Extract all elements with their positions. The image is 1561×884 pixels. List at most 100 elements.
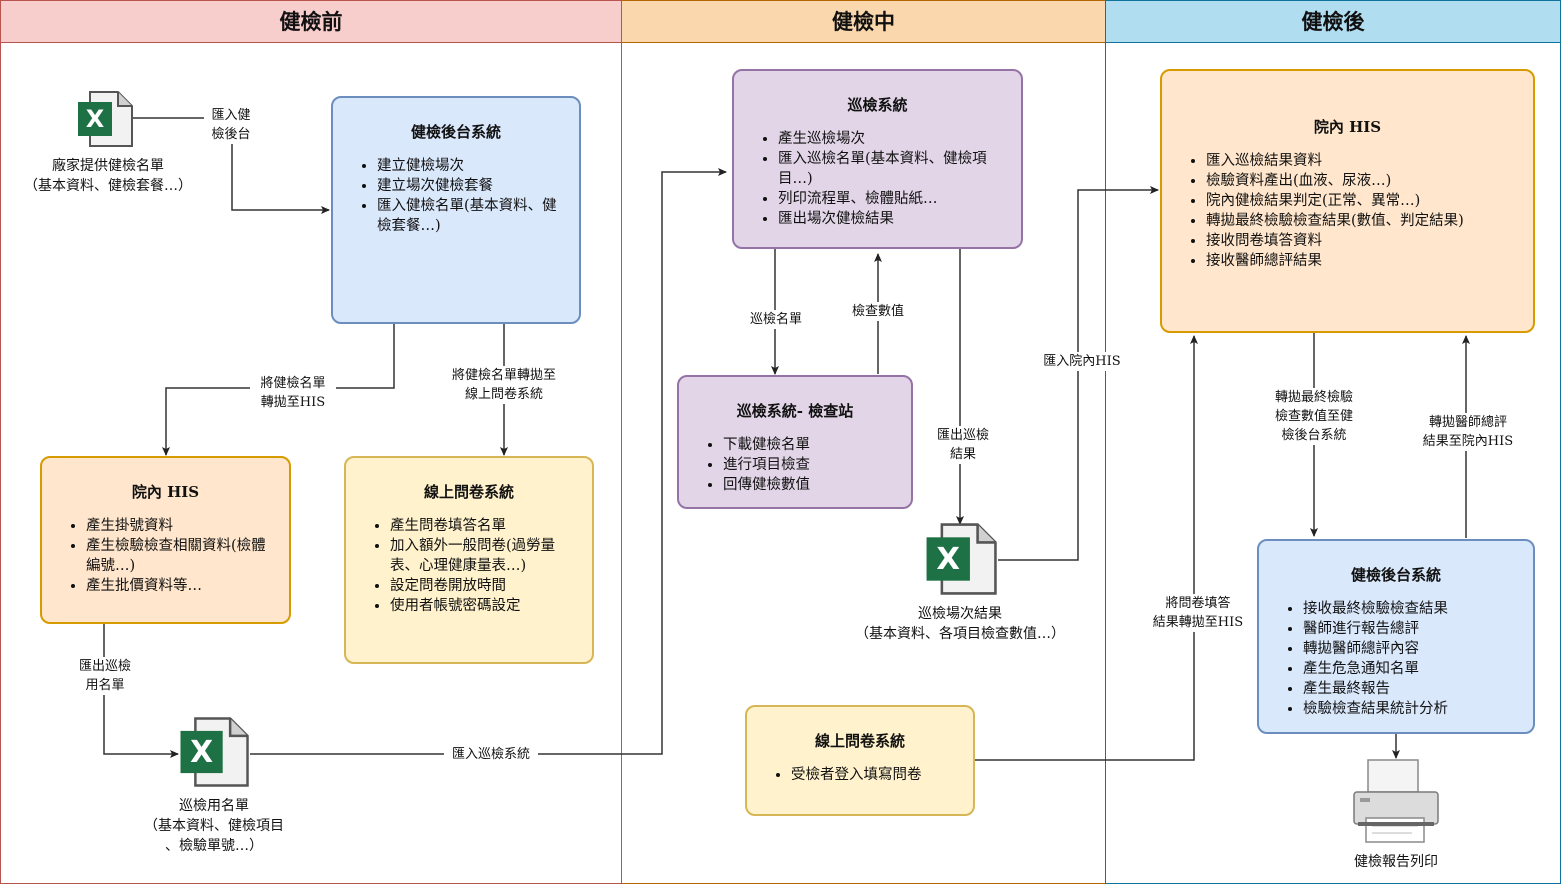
box-title: 院內 HIS [131,483,200,501]
label-line: 匯入院內HIS [1043,354,1121,369]
edge-label-check-values: 檢查數值 [845,302,911,321]
lane-mid-title: 健檢中 [622,1,1105,43]
label-line: 匯入健 [211,108,251,123]
edge-import-backend [132,117,330,214]
list-item: 接收問卷填答資料 [1206,231,1519,251]
edge-label-comment-to-his: 轉拋醫師總評 結果至院內HIS [1416,413,1520,451]
caption-line: 巡檢場次結果 [918,606,1002,622]
edge-label-final-to-backend: 轉拋最終檢驗 檢查數值至健 檢後台系統 [1262,388,1366,445]
print-report-caption: 健檢報告列印 [1326,852,1466,872]
list-item: 設定問卷開放時間 [390,576,578,596]
label-line: 巡檢名單 [749,312,802,327]
label-line: 檢查數值 [851,304,904,319]
caption-line: 健檢報告列印 [1354,854,1438,870]
list-item: 醫師進行報告總評 [1303,619,1519,639]
label-line: 將健檢名單轉拋至 [451,368,556,383]
list-item: 建立場次健檢套餐 [377,176,565,196]
inspection-station-box: 巡檢系統- 檢查站 下載健檢名單 進行項目檢查 回傳健檢數值 [677,375,913,509]
box-title: 線上問卷系統 [814,732,905,750]
list-item: 列印流程單、檢體貼紙… [778,189,1007,209]
box-title: 線上問卷系統 [423,483,514,501]
lane-mid: 健檢中 [621,0,1106,884]
svg-text:X: X [190,735,213,770]
list-item: 產生巡檢場次 [778,129,1007,149]
box-title: 巡檢系統 [847,96,908,114]
caption-line: （基本資料、健檢套餐…） [24,178,192,194]
backend-system-box-pre: 健檢後台系統 建立健檢場次 建立場次健檢套餐 匯入健檢名單(基本資料、健檢套餐…… [331,96,581,324]
edge-label-import-backend: 匯入健 檢後台 [204,106,258,144]
label-line: 轉拋最終檢驗 [1274,390,1353,405]
survey-system-box-mid: 線上問卷系統 受檢者登入填寫問卷 [745,705,975,816]
list-item: 接收最終檢驗檢查結果 [1303,599,1519,619]
excel-file-icon: X [76,90,134,152]
box-item-list: 受檢者登入填寫問卷 [761,765,959,785]
his-box-post: 院內 HIS 匯入巡檢結果資料 檢驗資料產出(血液、尿液…) 院內健檢結果判定(… [1160,69,1535,333]
excel-file-icon: X [178,716,250,792]
edge-label-to-survey: 將健檢名單轉拋至 線上問卷系統 [440,366,568,404]
list-item: 受檢者登入填寫問卷 [791,765,959,785]
edge-label-import-his: 匯入院內HIS [1036,352,1128,371]
label-line: 匯入巡檢系統 [451,747,530,762]
list-item: 產生問卷填答名單 [390,516,578,536]
list-item: 建立健檢場次 [377,156,565,176]
edge-survey-to-his [975,335,1198,761]
label-line: 匯出巡檢 [78,659,131,674]
box-title: 健檢後台系統 [1350,566,1441,584]
list-item: 匯入健檢名單(基本資料、健檢套餐…) [377,196,565,236]
label-line: 匯出巡檢 [936,428,989,443]
box-item-list: 匯入巡檢結果資料 檢驗資料產出(血液、尿液…) 院內健檢結果判定(正常、異常…)… [1176,151,1519,271]
lane-pre-title: 健檢前 [1,1,621,43]
list-item: 下載健檢名單 [723,435,897,455]
survey-system-box-pre: 線上問卷系統 產生問卷填答名單 加入額外一般問卷(過勞量表、心理健康量表…) 設… [344,456,594,664]
list-item: 產生最終報告 [1303,679,1519,699]
list-item: 產生檢驗檢查相關資料(檢體編號…) [86,536,275,576]
backend-system-box-post: 健檢後台系統 接收最終檢驗檢查結果 醫師進行報告總評 轉拋醫師總評內容 產生危急… [1257,539,1535,734]
caption-line: 、檢驗單號…） [165,838,263,854]
box-title: 巡檢系統- 檢查站 [736,402,854,420]
label-line: 結果 [949,447,976,462]
box-item-list: 建立健檢場次 建立場次健檢套餐 匯入健檢名單(基本資料、健檢套餐…) [347,156,565,236]
excel-file-icon: X [924,522,998,600]
list-item: 進行項目檢查 [723,455,897,475]
session-result-caption: 巡檢場次結果 （基本資料、各項目檢查數值…） [830,604,1090,644]
list-item: 院內健檢結果判定(正常、異常…) [1206,191,1519,211]
box-item-list: 產生掛號資料 產生檢驗檢查相關資料(檢體編號…) 產生批價資料等… [56,516,275,596]
list-item: 匯入巡檢名單(基本資料、健檢項目…) [778,149,1007,189]
box-item-list: 產生問卷填答名單 加入額外一般問卷(過勞量表、心理健康量表…) 設定問卷開放時間… [360,516,578,616]
printer-icon [1352,758,1440,850]
edge-label-export-result: 匯出巡檢 結果 [930,426,996,464]
caption-line: 廠家提供健檢名單 [52,158,164,174]
list-item: 轉拋醫師總評內容 [1303,639,1519,659]
list-item: 匯入巡檢結果資料 [1206,151,1519,171]
edge-label-to-his: 將健檢名單 轉拋至HIS [250,374,336,412]
box-item-list: 接收最終檢驗檢查結果 醫師進行報告總評 轉拋醫師總評內容 產生危急通知名單 產生… [1273,599,1519,719]
label-line: 檢查數值至健 [1274,409,1353,424]
label-line: 用名單 [85,678,125,693]
list-item: 檢驗檢查結果統計分析 [1303,699,1519,719]
list-item: 產生批價資料等… [86,576,275,596]
patrol-list-caption: 巡檢用名單 （基本資料、健檢項目 、檢驗單號…） [114,796,314,856]
box-item-list: 下載健檢名單 進行項目檢查 回傳健檢數值 [693,435,897,495]
box-title: 院內 HIS [1313,118,1382,136]
edge-label-import-patrol: 匯入巡檢系統 [444,745,538,764]
label-line: 將問卷填答 [1165,596,1231,611]
label-line: 轉拋醫師總評 [1428,415,1507,430]
label-line: 檢後台系統 [1281,428,1347,443]
caption-line: （基本資料、各項目檢查數值…） [855,626,1065,642]
edge-label-patrol-list: 巡檢名單 [742,310,810,329]
caption-line: （基本資料、健檢項目 [144,818,284,834]
list-item: 匯出場次健檢結果 [778,209,1007,229]
list-item: 使用者帳號密碼設定 [390,596,578,616]
patrol-system-box: 巡檢系統 產生巡檢場次 匯入巡檢名單(基本資料、健檢項目…) 列印流程單、檢體貼… [732,69,1023,249]
lane-post-title: 健檢後 [1106,1,1560,43]
label-line: 結果轉拋至HIS [1152,615,1244,630]
label-line: 將健檢名單 [260,376,326,391]
list-item: 接收醫師總評結果 [1206,251,1519,271]
list-item: 檢驗資料產出(血液、尿液…) [1206,171,1519,191]
lane-post: 健檢後 [1105,0,1561,884]
list-item: 產生掛號資料 [86,516,275,536]
lane-pre: 健檢前 [0,0,622,884]
list-item: 回傳健檢數值 [723,475,897,495]
edge-import-his [998,186,1159,561]
box-item-list: 產生巡檢場次 匯入巡檢名單(基本資料、健檢項目…) 列印流程單、檢體貼紙… 匯出… [748,129,1007,229]
